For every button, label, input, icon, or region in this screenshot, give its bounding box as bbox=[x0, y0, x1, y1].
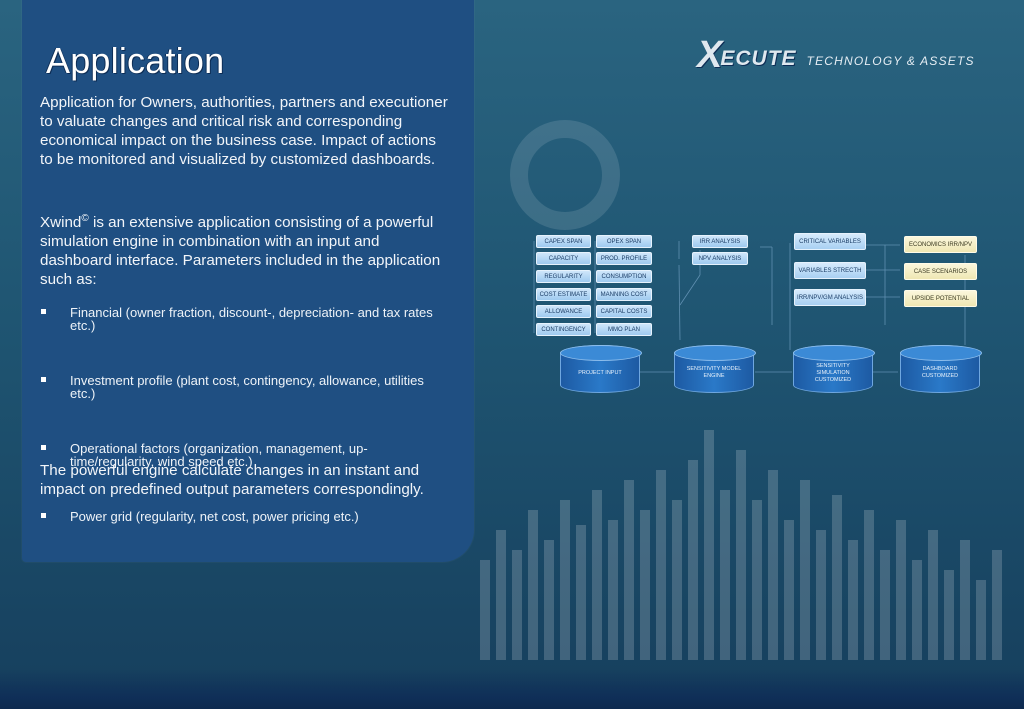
list-item-text: Financial (owner fraction, discount-, de… bbox=[70, 305, 433, 333]
variables-box-stretch: VARIABLES STRECTH bbox=[794, 262, 866, 279]
input-box-opex-span: OPEX SPAN bbox=[596, 235, 652, 248]
copyright-mark: © bbox=[81, 213, 89, 224]
list-item: Investment profile (plant cost, continge… bbox=[40, 374, 450, 400]
output-box-economics: ECONOMICS IRR/NPV bbox=[904, 236, 977, 253]
company-logo: X ECUTE TECHNOLOGY & ASSETS bbox=[697, 33, 975, 76]
intro-paragraph: Application for Owners, authorities, par… bbox=[40, 94, 448, 168]
bullet-square-icon bbox=[41, 513, 46, 518]
list-item: Power grid (regularity, net cost, power … bbox=[40, 510, 450, 523]
input-box-prod-profile: PROD. PROFILE bbox=[596, 252, 652, 265]
bullet-square-icon bbox=[41, 309, 46, 314]
cylinder-label: DASHBOARD CUSTOMIZED bbox=[921, 366, 959, 379]
page-title: Application bbox=[46, 40, 225, 81]
input-box-manning-cost: MANNING COST bbox=[596, 288, 652, 301]
input-box-contingency: CONTINGENCY bbox=[536, 323, 591, 336]
list-item-text: Power grid (regularity, net cost, power … bbox=[70, 509, 359, 524]
list-item: Financial (owner fraction, discount-, de… bbox=[40, 306, 450, 332]
cylinder-sensitivity-engine: SENSITIVITY MODEL ENGINE bbox=[674, 345, 756, 393]
input-box-capital-costs: CAPITAL COSTS bbox=[596, 305, 652, 318]
output-box-upside-potential: UPSIDE POTENTIAL bbox=[904, 290, 977, 307]
list-item-text: Operational factors (organization, manag… bbox=[70, 441, 368, 469]
input-box-cost-estimate: COST ESTIMATE bbox=[536, 288, 591, 301]
xwind-paragraph: Xwind© is an extensive application consi… bbox=[40, 209, 450, 289]
cylinder-label: PROJECT INPUT bbox=[578, 369, 622, 376]
background-chart-graphic bbox=[480, 430, 1002, 660]
list-item-text: Investment profile (plant cost, continge… bbox=[70, 373, 424, 401]
closing-paragraph: The powerful engine calculate changes in… bbox=[40, 462, 424, 498]
analysis-box-irr: IRR ANALYSIS bbox=[692, 235, 748, 248]
cylinder-label: SENSITIVITY MODEL ENGINE bbox=[686, 366, 742, 379]
bullet-square-icon bbox=[41, 377, 46, 382]
input-box-capacity: CAPACITY bbox=[536, 252, 591, 265]
background-dial-graphic bbox=[510, 120, 620, 230]
variables-box-irr-npv-gm: IRR/NPV/GM ANALYSIS bbox=[794, 289, 866, 306]
variables-box-critical: CRITICAL VARIABLES bbox=[794, 233, 866, 250]
cylinder-project-input: PROJECT INPUT bbox=[560, 345, 642, 393]
input-box-mmo-plan: MMO PLAN bbox=[596, 323, 652, 336]
input-box-regularity: REGULARITY bbox=[536, 270, 591, 283]
bottom-wave-band bbox=[0, 669, 1024, 709]
xwind-name: Xwind bbox=[40, 214, 82, 231]
xwind-description: is an extensive application consisting o… bbox=[40, 214, 441, 288]
input-box-consumption: CONSUMPTION bbox=[596, 270, 652, 283]
output-box-case-scenarios: CASE SCENARIOS bbox=[904, 263, 977, 280]
parameter-list: Financial (owner fraction, discount-, de… bbox=[40, 306, 450, 523]
logo-wordmark: ECUTE bbox=[720, 47, 797, 70]
logo-mark: X bbox=[697, 34, 723, 76]
analysis-box-npv: NPV ANALYSIS bbox=[692, 252, 748, 265]
list-item: Operational factors (organization, manag… bbox=[40, 442, 450, 468]
input-box-allowance: ALLOWANCE bbox=[536, 305, 591, 318]
process-diagram: CAPEX SPAN CAPACITY REGULARITY COST ESTI… bbox=[520, 225, 990, 405]
bullet-square-icon bbox=[41, 445, 46, 450]
logo-tagline: TECHNOLOGY & ASSETS bbox=[806, 54, 975, 68]
cylinder-label: SENSITIVITY SIMULATION CUSTOMIZED bbox=[814, 362, 852, 383]
cylinder-dashboard: DASHBOARD CUSTOMIZED bbox=[900, 345, 982, 393]
input-box-capex-span: CAPEX SPAN bbox=[536, 235, 591, 248]
cylinder-sensitivity-simulation: SENSITIVITY SIMULATION CUSTOMIZED bbox=[793, 345, 875, 393]
text-panel bbox=[22, 0, 474, 562]
